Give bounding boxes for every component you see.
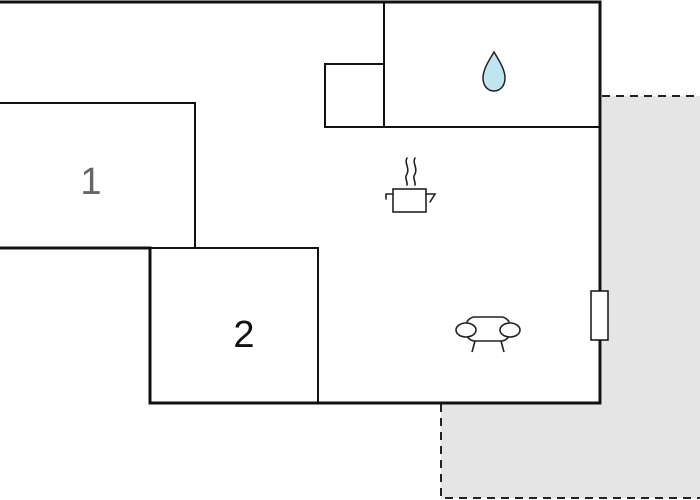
room-2-wall [150, 247, 319, 403]
cooking-pot-icon [385, 157, 437, 213]
room-1-wall [0, 102, 196, 248]
sofa-icon [455, 316, 521, 353]
room-1-label: 1 [80, 161, 101, 203]
room-2-label: 2 [233, 314, 254, 356]
window [590, 290, 609, 341]
terrace-border [440, 95, 700, 499]
terrace-area [441, 96, 700, 498]
closet-box [324, 63, 384, 128]
outer-wall [0, 0, 602, 405]
water-drop-icon [482, 50, 506, 92]
